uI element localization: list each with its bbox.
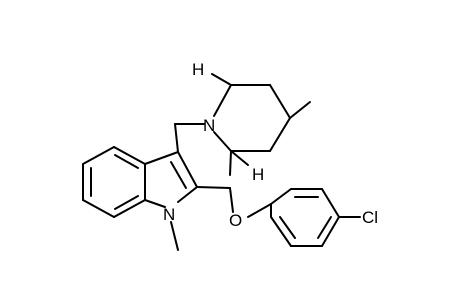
bond [177, 186, 198, 203]
atom-n-indole: N [163, 205, 175, 224]
bond [269, 84, 291, 119]
bond [213, 131, 232, 152]
h-bond-bottom [229, 150, 232, 176]
bond [213, 84, 232, 117]
bond [82, 146, 115, 165]
bond [269, 117, 291, 152]
n-methyl-bond [170, 221, 179, 251]
piperidine-ring [211, 73, 311, 176]
double-bond [279, 216, 296, 239]
bond [321, 216, 340, 247]
atom-h-top: H [192, 60, 204, 79]
bond [113, 199, 146, 218]
bond [177, 151, 198, 188]
bond [82, 199, 115, 218]
bond [196, 186, 231, 189]
h-bond-top [211, 73, 232, 86]
bond [144, 151, 179, 165]
double-bond [114, 154, 139, 169]
bond [144, 199, 166, 208]
bond [113, 146, 146, 165]
bond [270, 188, 292, 205]
bond [270, 216, 292, 247]
bond [230, 150, 249, 166]
methyl-bond [289, 101, 311, 119]
double-bond [170, 161, 187, 189]
indole-pyrrole-ring [144, 151, 198, 208]
atom-o-ether: O [229, 211, 242, 230]
bond [321, 188, 340, 218]
double-bond [114, 195, 139, 210]
bond [229, 187, 234, 213]
indole-benzene-ring [82, 146, 146, 218]
atom-cl: Cl [362, 208, 378, 227]
atom-h-bottom: H [252, 165, 264, 184]
atom-n-piperidine: N [203, 116, 215, 135]
bond [174, 123, 179, 153]
bond [247, 203, 272, 218]
chlorophenyl-ring [270, 188, 361, 247]
double-bond [317, 216, 332, 239]
